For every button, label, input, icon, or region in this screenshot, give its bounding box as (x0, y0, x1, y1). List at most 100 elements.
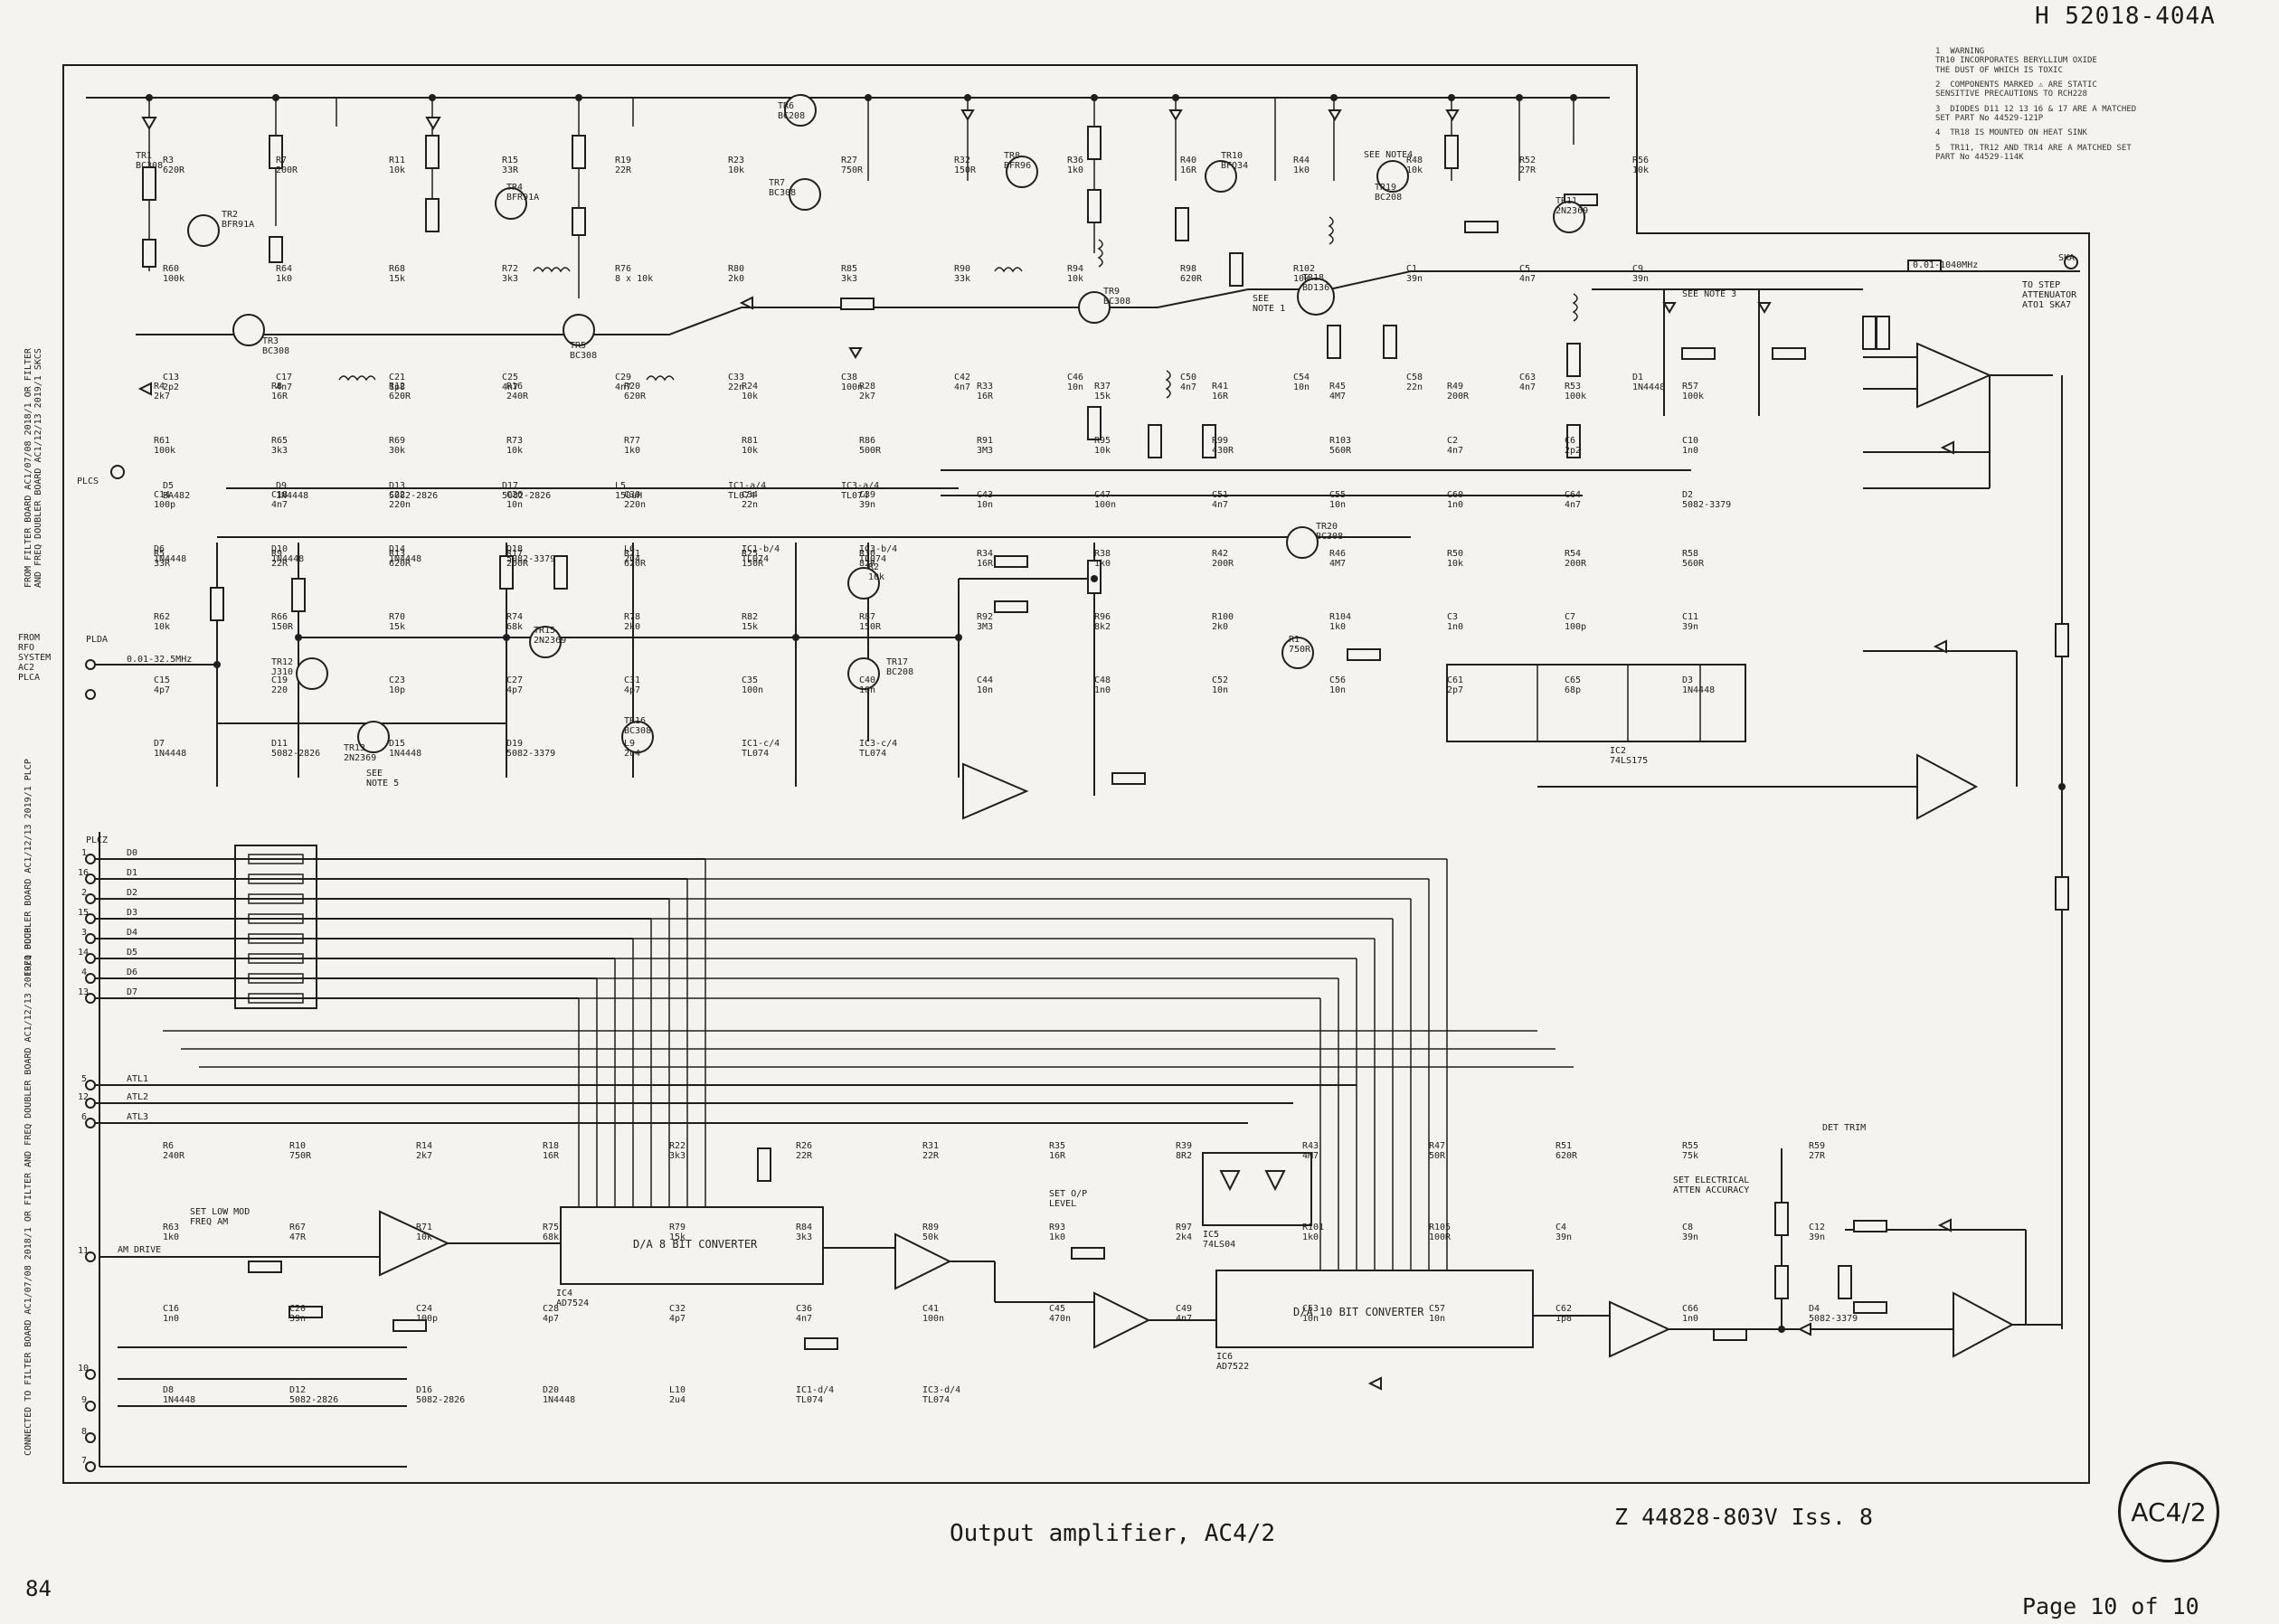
component-value: BA482 (163, 491, 190, 501)
component-value: 750R (289, 1151, 312, 1161)
component-value: 4M7 (1329, 559, 1346, 569)
component-value: 39n (1556, 1232, 1572, 1242)
component-ref: R96 (1094, 612, 1111, 622)
component-ref: TR3 (262, 336, 279, 346)
component-value: 16R (977, 392, 994, 401)
component-ref: L10 (669, 1385, 686, 1395)
component-ref: R18 (543, 1141, 559, 1151)
component-value: 430R (1212, 446, 1234, 456)
component-ref: R92 (977, 612, 993, 622)
component-ref: R42 (1212, 549, 1228, 559)
component-value: 1k0 (1067, 165, 1083, 175)
component-ref: R81 (742, 436, 758, 446)
component-value: 3M3 (977, 446, 993, 456)
component-ref: IC1-c/4 (742, 739, 780, 749)
power-pin-label: 8 (81, 1427, 87, 1437)
component-value: 39n (859, 500, 875, 510)
component-value: 39n (1809, 1232, 1825, 1242)
component-ref: IC3-c/4 (859, 739, 897, 749)
component-ref: R57 (1682, 382, 1698, 392)
component-value: 22R (922, 1151, 940, 1161)
ic4-label-box: IC4 AD7524 (556, 1289, 590, 1308)
data-line-label: D1 (127, 868, 137, 878)
component-ref: R33 (977, 382, 993, 392)
ska-label: SKA (2058, 253, 2075, 263)
component-value: 22n (728, 382, 744, 392)
component-value: 10k (416, 1232, 432, 1242)
component-ref: C57 (1429, 1304, 1445, 1314)
component-value: 4n7 (954, 382, 970, 392)
component-ref: R75 (543, 1223, 559, 1232)
note-3: 3 DIODES D11 12 13 16 & 17 ARE A MATCHED… (1935, 104, 2137, 124)
component-ref: C52 (1212, 675, 1228, 685)
component-ref: C12 (1809, 1223, 1825, 1232)
component-value: BC208 (1375, 193, 1402, 203)
data-pin-label: 2 (81, 888, 87, 898)
component-ref: R56 (1632, 156, 1649, 165)
component-value: 240R (163, 1151, 185, 1161)
junction-dots (146, 94, 2066, 1333)
component-value: 10n (859, 685, 875, 695)
component-ref: C5 (1519, 264, 1530, 274)
component-value: 4n7 (615, 382, 631, 392)
component-value: 1n0 (1682, 1314, 1698, 1324)
component-value: 2p7 (1447, 685, 1463, 695)
component-value: 5082-2826 (289, 1395, 338, 1405)
component-value: 15k (389, 622, 405, 632)
page-number: 84 (25, 1576, 52, 1601)
component-value: 3M3 (977, 622, 993, 632)
component-ref: D12 (289, 1385, 306, 1395)
component-value: 4n7 (796, 1314, 812, 1324)
component-ref: C33 (728, 373, 744, 382)
component-value: 100k (1565, 392, 1586, 401)
dac8-block (560, 1206, 824, 1285)
component-ref: R22 (669, 1141, 686, 1151)
component-ref: TR18 (1302, 273, 1324, 283)
component-ref: C8 (1682, 1223, 1693, 1232)
component-ref: C46 (1067, 373, 1083, 382)
component-value: 200R (276, 165, 298, 175)
component-ref: R51 (1556, 1141, 1572, 1151)
component-ref: R71 (416, 1223, 432, 1232)
component-ref: R60 (163, 264, 179, 274)
component-ref: R78 (624, 612, 640, 622)
component-value: 10n (1429, 1314, 1445, 1324)
component-value: 15k (669, 1232, 686, 1242)
component-value: TL074 (841, 491, 868, 501)
component-value: 50R (1429, 1151, 1446, 1161)
component-value: 10k (868, 572, 884, 582)
set-elec-atten-label: SET ELECTRICAL ATTEN ACCURACY (1673, 1176, 1750, 1195)
component-ref: R95 (1094, 436, 1111, 446)
component-ref: C31 (624, 675, 640, 685)
component-ref: R27 (841, 156, 857, 165)
component-value: 10n (1302, 1314, 1319, 1324)
component-value: 22R (615, 165, 632, 175)
component-value: 10k (742, 392, 758, 401)
component-value: TL074 (742, 554, 769, 564)
component-value: 4M7 (1302, 1151, 1319, 1161)
component-value: J310 (271, 667, 293, 677)
component-ref: R46 (1329, 549, 1346, 559)
component-value: 4p7 (543, 1314, 559, 1324)
data-bus (90, 858, 1574, 1124)
component-value: 3k3 (841, 274, 857, 284)
component-ref: L6 (624, 544, 635, 554)
ic5-label-box: IC5 74LS04 (1203, 1230, 1235, 1250)
component-value: 50k (922, 1232, 939, 1242)
component-ref: D18 (506, 544, 523, 554)
lower-wiring (99, 1147, 2062, 1407)
component-ref: R66 (271, 612, 288, 622)
component-ref: R17 (506, 549, 523, 559)
ic4-label: IC4 AD7524 (556, 1289, 590, 1308)
component-ref: C23 (389, 675, 405, 685)
component-value: 3k3 (271, 446, 288, 456)
component-value: 1k0 (1302, 1232, 1319, 1242)
atl-line-label: ATL2 (127, 1092, 148, 1102)
component-ref: D17 (502, 481, 518, 491)
component-value: 1N4448 (154, 749, 186, 759)
data-pin-label: 14 (78, 948, 89, 958)
component-value: BC308 (769, 188, 796, 198)
input-frequency-label: 0.01-32.5MHz (127, 655, 192, 665)
component-value: 4M7 (1329, 392, 1346, 401)
